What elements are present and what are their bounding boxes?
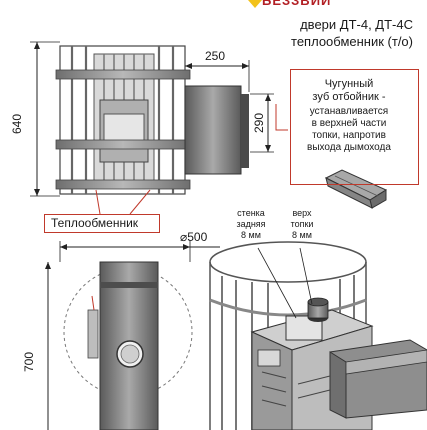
dimension-700: 700 <box>22 351 36 372</box>
firebox-top-label-2: топки <box>290 219 314 229</box>
callout-line-6: выхода дымохода <box>307 142 391 153</box>
dimension-250: 250 <box>205 49 226 63</box>
heat-exchanger-spec: теплообменник (т/о) <box>291 34 413 49</box>
cutaway-3d-drawing <box>209 241 427 430</box>
front-view-drawing <box>45 241 220 430</box>
firebox-top-label-3: 8 мм <box>292 230 312 240</box>
doors-spec: двери ДТ-4, ДТ-4С <box>300 17 413 32</box>
heat-exchanger-label: Теплообменник <box>51 216 139 230</box>
callout-line-4: в верхней части <box>311 118 387 129</box>
callout-line-2: зуб отбойник - <box>312 91 386 103</box>
rear-wall-label-1: стенка <box>237 208 265 218</box>
cast-iron-tooth-drawing <box>324 169 388 209</box>
rear-wall-label-2: задняя <box>236 219 266 229</box>
dimension-640: 640 <box>10 113 24 134</box>
rear-wall-label-3: 8 мм <box>241 230 261 240</box>
callout-line-3: устанавливается <box>309 106 389 117</box>
brand-name: БЕЗЗВИЙ <box>262 0 332 8</box>
callout-line-5: топки, напротив <box>312 130 386 141</box>
cast-iron-tooth-callout <box>290 69 419 185</box>
firebox-top-label-1: верх <box>292 208 312 218</box>
callout-line-1: Чугунный <box>324 78 374 90</box>
side-view-drawing <box>30 41 274 215</box>
dimension-diameter-500: ⌀500 <box>180 230 208 244</box>
heat-exchanger-label-box <box>44 214 160 233</box>
dimension-290: 290 <box>252 112 266 133</box>
